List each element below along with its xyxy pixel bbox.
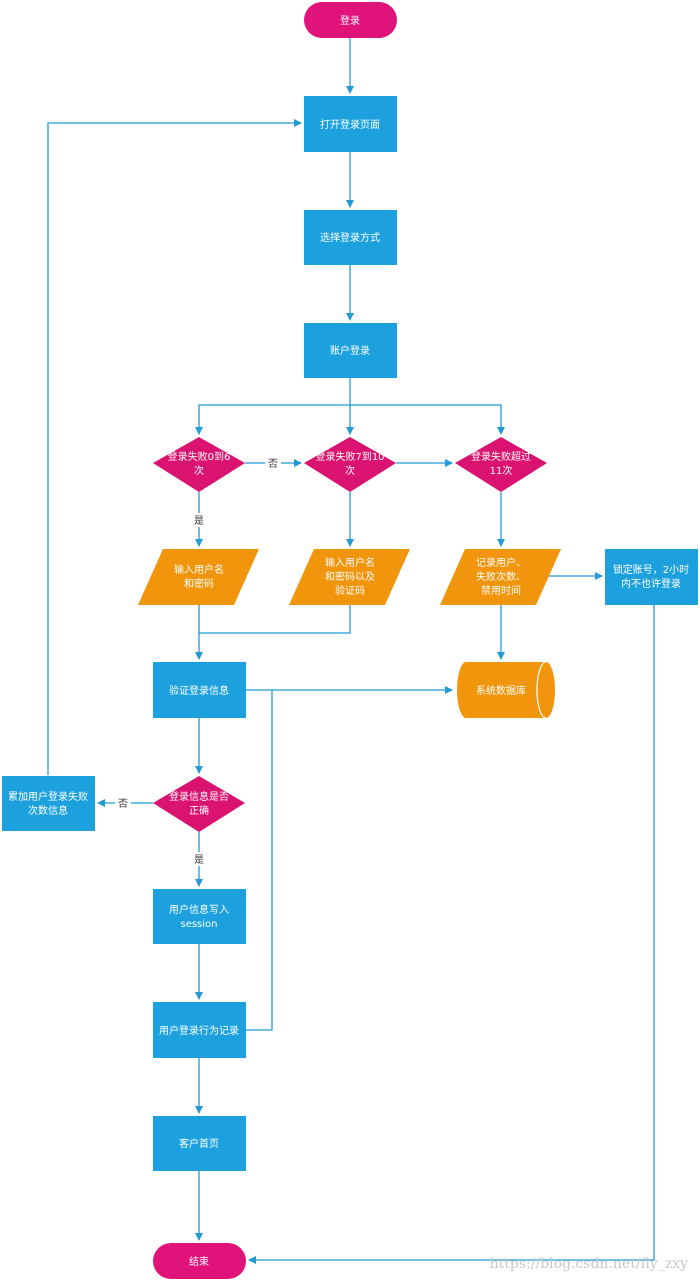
edge-input2-verify: [199, 605, 351, 634]
edge-record-db: [245, 690, 273, 1031]
record-user-fail-line2: 失败次数、: [476, 570, 526, 583]
record-user-fail-line1: 记录用户、: [476, 556, 526, 569]
fail-0-6-label-line1: 登录失败0到6: [168, 450, 231, 463]
fail-7-10-label-line2: 次: [345, 464, 355, 477]
lock-account-process[interactable]: 锁定账号，2小时 内不也许登录: [605, 549, 698, 605]
accumulate-fail-line1: 累加用户登录失败: [8, 790, 88, 803]
edge-label-no: 否: [118, 798, 128, 810]
lock-account-line1: 锁定账号，2小时: [613, 563, 689, 576]
fail-7-10-decision[interactable]: 登录失败7到10 次: [304, 437, 396, 492]
edge-lock-end: [248, 605, 655, 1264]
fail-7-10-label-line1: 登录失败7到10: [315, 450, 384, 463]
start-label: 登录: [340, 14, 360, 27]
verify-login-process[interactable]: 验证登录信息: [153, 662, 246, 718]
accumulate-fail-process[interactable]: 累加用户登录失败 次数信息: [2, 776, 95, 831]
login-correct-decision[interactable]: 登录信息是否 正确: [153, 776, 245, 832]
end-label: 结束: [189, 1255, 209, 1268]
home-page-label: 客户首页: [179, 1137, 219, 1150]
account-login-process[interactable]: 账户登录: [304, 323, 397, 378]
edge-label-no: 否: [268, 458, 278, 470]
lock-account-line2: 内不也许登录: [621, 577, 681, 590]
watermark-text: https://blog.csdn.net/fly_zxy: [490, 1256, 688, 1272]
record-behavior-process[interactable]: 用户登录行为记录: [153, 1002, 246, 1058]
write-session-process[interactable]: 用户信息写入 session: [153, 889, 246, 944]
fail-over-11-decision[interactable]: 登录失败超过 11次: [455, 437, 547, 492]
connectors: [47, 38, 655, 1264]
open-login-page-label: 打开登录页面: [320, 118, 380, 131]
choose-method-label: 选择登录方式: [320, 231, 380, 244]
edge-account-fail11: [350, 404, 505, 435]
accumulate-fail-line2: 次数信息: [28, 804, 68, 817]
record-behavior-label: 用户登录行为记录: [159, 1024, 239, 1037]
edge-account-fail06: [195, 404, 350, 435]
edge-accumulate-open: [47, 119, 302, 775]
input-user-pwd-code-line1: 输入用户名: [325, 556, 375, 569]
home-page-process[interactable]: 客户首页: [153, 1116, 246, 1171]
choose-method-process[interactable]: 选择登录方式: [304, 210, 397, 265]
input-user-pwd-line2: 和密码: [184, 577, 214, 590]
input-user-pwd-code-io[interactable]: 输入用户名 和密码以及 验证码: [289, 549, 410, 605]
input-user-pwd-io[interactable]: 输入用户名 和密码: [138, 549, 259, 605]
fail-0-6-label-line2: 次: [194, 464, 204, 477]
system-database-label: 系统数据库: [476, 684, 526, 697]
record-user-fail-line3: 禁用时间: [481, 584, 521, 597]
input-user-pwd-code-line3: 验证码: [335, 584, 365, 597]
input-user-pwd-line1: 输入用户名: [174, 563, 224, 576]
verify-login-label: 验证登录信息: [169, 684, 229, 697]
fail-over-11-label-line1: 登录失败超过: [471, 450, 531, 463]
edge-label-yes: 是: [194, 854, 204, 866]
end-terminal[interactable]: 结束: [153, 1243, 246, 1279]
fail-over-11-label-line2: 11次: [490, 464, 513, 477]
write-session-line1: 用户信息写入: [169, 903, 229, 916]
fail-0-6-decision[interactable]: 登录失败0到6 次: [153, 437, 245, 492]
open-login-page-process[interactable]: 打开登录页面: [304, 96, 397, 152]
system-database[interactable]: 系统数据库: [457, 661, 555, 719]
login-correct-line2: 正确: [189, 804, 209, 817]
edge-label-yes: 是: [194, 515, 204, 527]
start-terminal[interactable]: 登录: [304, 2, 397, 38]
write-session-line2: session: [180, 919, 217, 930]
input-user-pwd-code-line2: 和密码以及: [325, 570, 375, 583]
account-login-label: 账户登录: [330, 344, 370, 357]
record-user-fail-io[interactable]: 记录用户、 失败次数、 禁用时间: [440, 549, 561, 605]
login-correct-line1: 登录信息是否: [169, 790, 229, 803]
